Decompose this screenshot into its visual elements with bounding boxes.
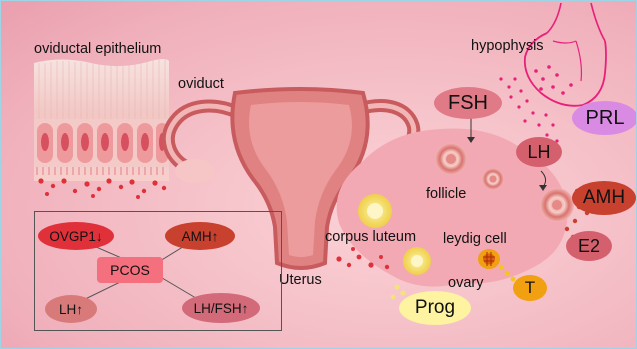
hypophysis-label: hypophysis (471, 38, 544, 54)
prl-hormone-badge: PRL (572, 101, 637, 135)
lh-up-badge: LH↑ (45, 295, 97, 323)
leydig-cell-icon (478, 249, 500, 269)
follicle-icon (435, 143, 467, 175)
ovary-label: ovary (448, 275, 483, 291)
lh-hormone-badge: LH (516, 137, 562, 167)
amh-hormone-badge: AMH (572, 181, 636, 215)
oviductal-epithelium-illustration (34, 59, 169, 199)
amh-up-badge: AMH↑ (165, 222, 235, 250)
lh-fsh-up-badge: LH/FSH↑ (182, 293, 260, 323)
oviduct-label: oviduct (178, 76, 224, 92)
oviductal-epithelium-label: oviductal epithelium (34, 41, 161, 57)
ovgp1-badge: OVGP1↓ (38, 222, 114, 250)
t-hormone-badge: T (513, 275, 547, 301)
follicle-label: follicle (426, 186, 466, 202)
prog-hormone-badge: Prog (399, 291, 471, 325)
corpus-luteum-label: corpus luteum (325, 229, 416, 245)
leydig-cell-label: leydig cell (443, 231, 507, 247)
corpus-luteum-icon (358, 194, 392, 228)
fsh-hormone-badge: FSH (434, 87, 502, 119)
e2-hormone-badge: E2 (566, 231, 612, 261)
pcos-center-badge: PCOS (97, 257, 163, 283)
uterus-label: Uterus (279, 272, 322, 288)
